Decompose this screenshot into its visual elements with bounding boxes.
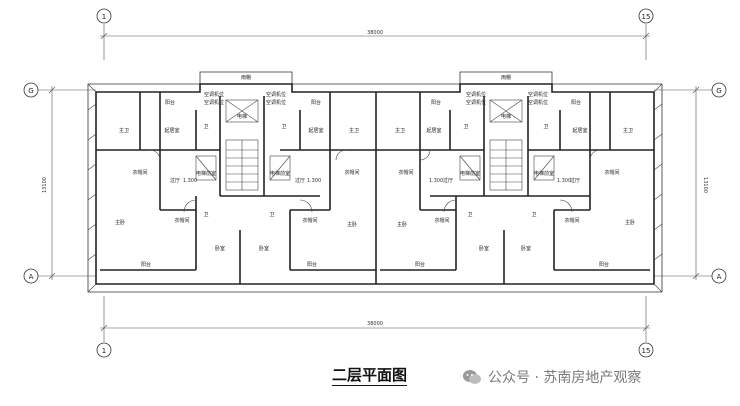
label-south-balcony-4: 阳台 — [599, 261, 609, 268]
label-bedroom-3: 卧室 — [479, 245, 489, 252]
axis-bubble-15-bottom — [638, 342, 654, 358]
label-master-4: 主卧 — [625, 219, 635, 226]
label-hall-3: 过厅 — [443, 177, 453, 184]
label-bath-2: 主卫 — [349, 127, 359, 134]
label-bedroom-1: 卧室 — [215, 245, 225, 252]
walls-right-unit — [376, 92, 654, 284]
level-mark-4: 1.300 — [557, 178, 571, 184]
label-wc-4: 卫 — [543, 124, 548, 130]
axis-bubble-15-top — [638, 8, 654, 24]
label-shaft-8: 空调机位 — [528, 99, 548, 106]
label-bath-4: 主卫 — [623, 127, 633, 134]
label-wc-6: 卫 — [269, 212, 274, 218]
room-labels: 雨棚 雨棚 空调机位 空调机位 空调机位 空调机位 空调机位 空调机位 空调机位… — [115, 74, 635, 268]
axis-bubble-a-left — [23, 268, 39, 284]
bottom-axis: 38000 1 15 — [96, 296, 654, 358]
label-closet-3: 衣帽间 — [398, 169, 413, 176]
walls-left-unit — [96, 92, 377, 284]
level-mark-3: 1.300 — [429, 178, 443, 184]
label-wc-1: 卫 — [203, 124, 208, 130]
axis-bubble-g-left — [23, 82, 39, 98]
label-balcony-3: 阳台 — [431, 99, 441, 106]
label-roof-b: 雨棚 — [501, 74, 511, 81]
label-living-2: 起居室 — [308, 127, 323, 134]
label-closet-1: 衣帽间 — [132, 169, 147, 176]
label-shaft-2: 空调机位 — [204, 99, 224, 106]
label-closet-4: 衣帽间 — [604, 169, 619, 176]
label-bath-1: 主卫 — [119, 127, 129, 134]
label-balcony-1: 阳台 — [165, 99, 175, 106]
axis-bubble-a-right — [711, 268, 727, 284]
level-mark-1: 1.300 — [183, 178, 197, 184]
label-wc-5: 卫 — [203, 212, 208, 218]
label-closet-6: 衣帽间 — [302, 217, 317, 224]
label-equip-4: 电梯前室 — [534, 170, 554, 177]
label-equip-1: 电梯前室 — [196, 170, 216, 177]
label-roof-a: 雨棚 — [241, 74, 251, 81]
axis-label-g-right: G — [716, 87, 721, 95]
label-living-3: 起居室 — [426, 127, 441, 134]
top-axis: 1 15 38000 — [96, 8, 654, 60]
axis-bubble-1-bottom — [96, 342, 112, 358]
label-living-1: 起居室 — [164, 127, 179, 134]
dim-left-depth: 13100 — [42, 177, 48, 193]
label-living-4: 起居室 — [572, 127, 587, 134]
door-swings — [149, 149, 601, 213]
label-master-1: 主卧 — [115, 219, 125, 226]
label-hall-4: 过厅 — [570, 177, 580, 184]
axis-label-15-top: 15 — [642, 13, 651, 21]
label-south-balcony-3: 阳台 — [415, 261, 425, 268]
axis-label-15-bottom: 15 — [642, 347, 651, 355]
label-wc-2: 卫 — [281, 124, 286, 130]
label-shaft-7: 空调机位 — [528, 91, 548, 98]
label-wc-7: 卫 — [467, 212, 472, 218]
axis-label-1-bottom: 1 — [102, 347, 106, 355]
label-hall-1: 过厅 — [170, 177, 180, 184]
level-mark-2: 1.300 — [307, 178, 321, 184]
label-equip-2: 电梯前室 — [270, 170, 290, 177]
axis-label-g-left: G — [28, 87, 33, 95]
left-axis: G A 13100 — [23, 82, 96, 284]
axis-bubble-g-right — [711, 82, 727, 98]
label-balcony-4: 阳台 — [571, 99, 581, 106]
label-shaft-6: 空调机位 — [466, 99, 486, 106]
label-elevator-2: 电梯 — [501, 113, 511, 120]
axis-bubble-1-top — [96, 8, 112, 24]
watermark-text: 公众号 · 苏南房地产观察 — [488, 370, 642, 386]
dim-bottom-overall: 38000 — [367, 321, 383, 327]
dim-top-overall: 38000 — [367, 30, 383, 36]
label-south-balcony-1: 阳台 — [141, 261, 151, 268]
watermark: 公众号 · 苏南房地产观察 — [462, 367, 641, 387]
label-master-2: 主卧 — [347, 221, 357, 228]
label-bedroom-2: 卧室 — [259, 245, 269, 252]
label-closet-2: 衣帽间 — [344, 169, 359, 176]
drawing-title: 二层平面图 — [332, 366, 408, 386]
label-hall-2: 过厅 — [295, 177, 305, 184]
label-closet-8: 衣帽间 — [564, 217, 579, 224]
label-shaft-3: 空调机位 — [266, 91, 286, 98]
label-shaft-4: 空调机位 — [266, 99, 286, 106]
label-balcony-2: 阳台 — [311, 99, 321, 106]
building-outline — [87, 71, 663, 293]
label-wc-3: 卫 — [463, 124, 468, 130]
label-closet-7: 衣帽间 — [434, 217, 449, 224]
label-shaft-1: 空调机位 — [204, 91, 224, 98]
label-south-balcony-2: 阳台 — [307, 261, 317, 268]
axis-label-a-right: A — [717, 273, 722, 281]
label-equip-3: 电梯前室 — [460, 170, 480, 177]
wechat-icon — [463, 370, 481, 384]
label-elevator-1: 电梯 — [237, 113, 247, 120]
label-closet-5: 衣帽间 — [174, 217, 189, 224]
dim-right-depth: 13100 — [702, 177, 708, 193]
label-wc-8: 卫 — [531, 212, 536, 218]
axis-label-1-top: 1 — [102, 13, 106, 21]
label-shaft-5: 空调机位 — [466, 91, 486, 98]
axis-label-a-left: A — [29, 273, 34, 281]
right-axis: G A 13100 — [654, 82, 727, 284]
label-bath-3: 主卫 — [395, 127, 405, 134]
label-bedroom-4: 卧室 — [521, 245, 531, 252]
label-master-3: 主卧 — [397, 221, 407, 228]
